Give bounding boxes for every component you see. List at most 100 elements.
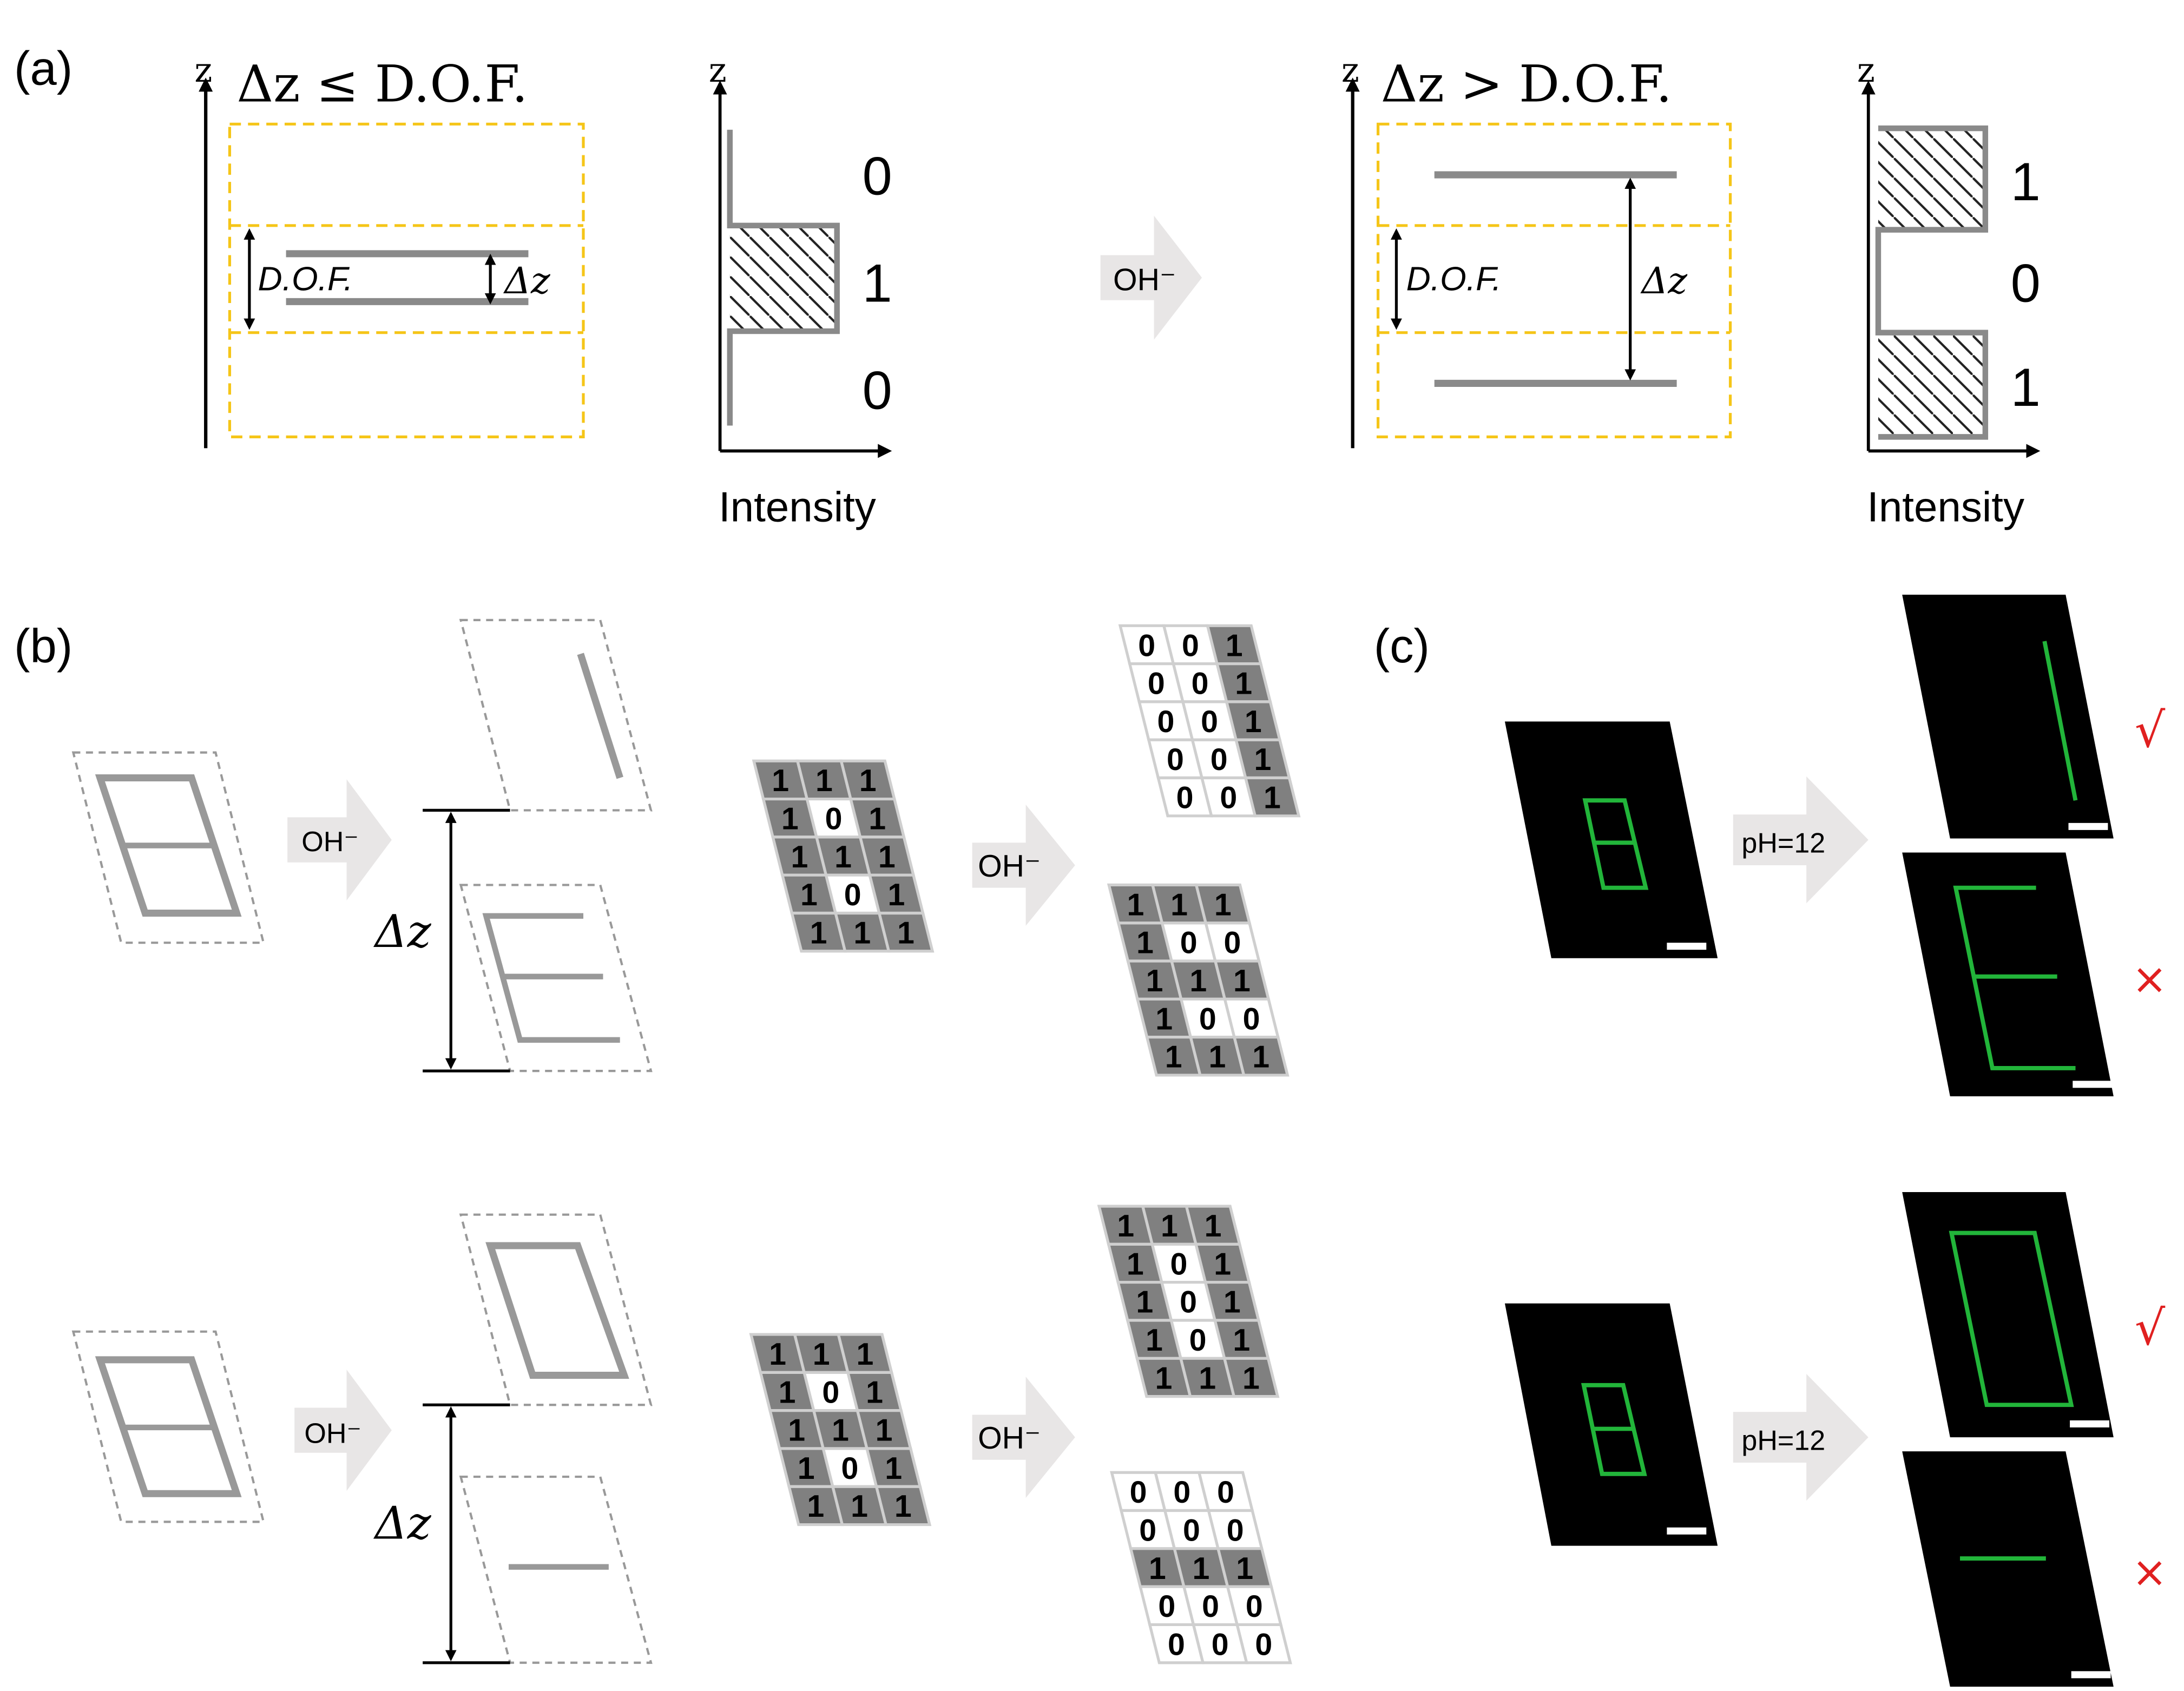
- oh-label: OH⁻: [978, 849, 1041, 884]
- structure-row2: OH⁻ Δz: [71, 1213, 653, 1664]
- intensity-peak-hatch-bottom: [1878, 332, 1985, 437]
- grid-cell-value: 1: [779, 1375, 796, 1410]
- grid-cell-value: 1: [815, 764, 833, 798]
- grid-cell-value: 0: [1139, 1514, 1156, 1548]
- grid-cell-value: 0: [1180, 926, 1198, 960]
- grid-cell-value: 0: [1182, 628, 1199, 663]
- grid-cell-value: 1: [869, 802, 886, 837]
- scale-bar: [2073, 1081, 2113, 1088]
- dz-label-small: Δz: [503, 259, 550, 302]
- reaction-arrow-shape: [1733, 1373, 1869, 1501]
- grid-cell-value: 1: [1245, 705, 1262, 739]
- grid-cell-value: 1: [800, 878, 818, 912]
- condition-title-left: Δz ≤ D.O.F.: [236, 55, 528, 114]
- oh-arrow-grid-row2: OH⁻: [972, 1377, 1075, 1498]
- grid-cell-value: 1: [781, 802, 799, 837]
- grid-cell: [1222, 1357, 1280, 1398]
- grid-cell-value: 0: [1199, 1002, 1216, 1036]
- grid-cell-value: 1: [791, 840, 808, 874]
- grid-cell-value: 1: [1136, 1285, 1153, 1320]
- grid-cell-value: 1: [897, 916, 915, 950]
- reaction-arrow-shape: [1733, 776, 1869, 904]
- grid-cell-value: 1: [788, 1413, 805, 1448]
- oh-label: OH⁻: [301, 826, 359, 858]
- grid-cell-value: 0: [1183, 1514, 1200, 1548]
- grid-cell-value: 1: [1214, 887, 1232, 922]
- intensity-z-label: z: [709, 50, 727, 90]
- grid-cell-value: 1: [807, 1489, 824, 1524]
- micrograph-upper-row2: [1902, 1192, 2114, 1438]
- grid-cell-value: 1: [853, 916, 871, 950]
- grid-cell: [1244, 776, 1301, 818]
- grid-cell-value: 0: [1212, 1627, 1229, 1662]
- grid-cell-value: 1: [834, 840, 852, 874]
- micrograph-8-row1: [1504, 721, 1718, 958]
- grid-cell-value: 0: [1167, 742, 1184, 777]
- grid-cell-value: 1: [1208, 1040, 1226, 1075]
- correct-mark: √: [2135, 1300, 2166, 1356]
- grid-cell-value: 0: [825, 802, 843, 837]
- bit-bottom-right: 1: [2011, 357, 2041, 417]
- grid-cell-value: 0: [1192, 667, 1209, 701]
- scale-bar: [1667, 1527, 1707, 1535]
- z-axis-label: z: [194, 50, 212, 90]
- grid-cell-value: 1: [876, 1413, 893, 1448]
- wrong-mark: ×: [2132, 955, 2167, 1004]
- grid-cell-value: 1: [1136, 926, 1154, 960]
- fluorescent-8-frame: [1582, 798, 1649, 890]
- grid-cell-value: 0: [841, 1451, 859, 1486]
- bit-bottom: 0: [863, 360, 892, 420]
- grid-cell-value: 1: [1170, 887, 1188, 922]
- grid-cell-value: 0: [1180, 1285, 1197, 1320]
- grid-cell-value: 0: [1255, 1627, 1272, 1662]
- bit-top: 0: [863, 146, 892, 206]
- grid-cell-value: 0: [1211, 742, 1228, 777]
- grid-cell-value: 0: [1170, 1247, 1188, 1281]
- correct-mark: √: [2135, 702, 2166, 758]
- grid-cell-value: 0: [1202, 1589, 1219, 1624]
- grid-cell-value: 1: [1117, 1209, 1134, 1243]
- grid-cell-value: 1: [885, 1451, 902, 1486]
- micrograph-lower-row2: [1902, 1451, 2114, 1687]
- grid-cell-value: 0: [844, 878, 861, 912]
- scale-bar: [1667, 943, 1707, 950]
- grid-cell-value: 1: [1214, 1247, 1231, 1281]
- grid-cell: [1232, 1036, 1290, 1077]
- reaction-arrow-shape: [287, 779, 392, 901]
- oh-label: OH⁻: [304, 1418, 361, 1450]
- dz-label-b1: Δz: [373, 905, 432, 958]
- grid-cell-value: 1: [1127, 887, 1144, 922]
- grid-cell-value: 1: [813, 1337, 830, 1372]
- grid-cell-value: 1: [832, 1413, 849, 1448]
- grid-cell-value: 0: [1220, 780, 1237, 815]
- bit-mid: 1: [863, 253, 892, 313]
- scale-bar: [2070, 1420, 2109, 1427]
- bit-top-right: 1: [2011, 152, 2041, 212]
- grid-cell-value: 1: [1233, 964, 1251, 998]
- intensity-label-right: Intensity: [1867, 483, 2024, 531]
- grid-cell-value: 1: [859, 764, 877, 798]
- grid-cell-value: 1: [1146, 964, 1163, 998]
- grid-cell-value: 1: [798, 1451, 815, 1486]
- micrograph-8-row2: [1504, 1303, 1718, 1546]
- upper-layer-outline: [459, 619, 653, 812]
- lower-layer-outline: [459, 884, 653, 1072]
- oh-arrow-grid-row1: OH⁻: [972, 804, 1075, 926]
- grid-cell-value: 1: [1199, 1361, 1216, 1396]
- grid-cell-value: 1: [894, 1489, 912, 1524]
- panel-a-left: (a) z Δz ≤ D.O.F. D.O.F. Δz z Intensity …: [14, 41, 892, 530]
- scale-bar: [2068, 823, 2108, 830]
- grid-cell-value: 1: [1226, 628, 1243, 663]
- intensity-z-label-right: z: [1857, 50, 1875, 90]
- fluorescent-rectangle: [1949, 1231, 2074, 1407]
- grid-cell-value: 0: [1246, 1589, 1263, 1624]
- reaction-arrow-shape: [972, 804, 1075, 926]
- focal-volume-box: [228, 122, 585, 438]
- lower-layer-outline: [459, 1475, 653, 1664]
- grid-cell-value: 0: [1173, 1475, 1190, 1510]
- grid-cell-value: 1: [1149, 1551, 1166, 1586]
